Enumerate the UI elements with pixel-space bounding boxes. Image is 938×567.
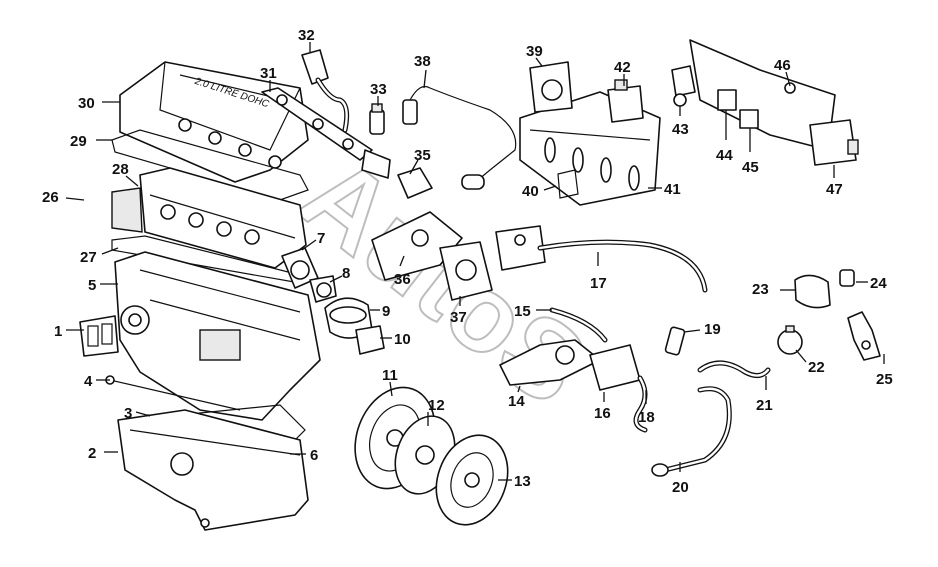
callout-39: 39 xyxy=(526,43,543,60)
callout-27: 27 xyxy=(80,249,97,266)
callout-21: 21 xyxy=(756,397,773,414)
callout-14: 14 xyxy=(508,393,525,410)
callout-15: 15 xyxy=(514,303,531,320)
sensor-19 xyxy=(664,326,686,356)
callout-9: 9 xyxy=(382,303,390,320)
sensor-32 xyxy=(301,49,350,133)
callout-43: 43 xyxy=(672,121,689,138)
cylinder-head xyxy=(111,167,307,269)
idle-valve xyxy=(607,79,644,123)
callout-40: 40 xyxy=(522,183,539,200)
oil-sump xyxy=(117,409,309,531)
callout-33: 33 xyxy=(370,81,387,98)
cover-plate xyxy=(79,315,119,357)
callout-45: 45 xyxy=(742,159,759,176)
callout-25: 25 xyxy=(876,371,893,388)
callout-3: 3 xyxy=(124,405,132,422)
cam-cover-gasket xyxy=(111,129,309,201)
callout-19: 19 xyxy=(704,321,721,338)
callout-41: 41 xyxy=(664,181,681,198)
callout-12: 12 xyxy=(428,397,445,414)
bracket-10 xyxy=(355,325,385,355)
solenoid-45 xyxy=(739,109,759,129)
sensor-24 xyxy=(839,269,855,287)
callout-28: 28 xyxy=(112,161,129,178)
sensor-33 xyxy=(369,103,385,135)
vacuum-valve-43 xyxy=(671,65,696,107)
cam-cover: 2.0 LITRE DOHC xyxy=(119,61,309,183)
callout-32: 32 xyxy=(298,27,315,44)
egr-valve-bracket xyxy=(495,225,546,271)
lambda-sensor xyxy=(402,85,517,190)
callout-42: 42 xyxy=(614,59,631,76)
callout-5: 5 xyxy=(88,277,96,294)
callout-29: 29 xyxy=(70,133,87,150)
callout-24: 24 xyxy=(870,275,887,292)
callout-4: 4 xyxy=(84,373,93,390)
callout-36: 36 xyxy=(394,271,411,288)
map-sensor xyxy=(809,119,859,166)
callout-35: 35 xyxy=(414,147,431,164)
callout-23: 23 xyxy=(752,281,769,298)
callout-13: 13 xyxy=(514,473,531,490)
callout-1: 1 xyxy=(54,323,62,340)
callout-44: 44 xyxy=(716,147,733,164)
manifold-gasket xyxy=(557,169,579,199)
pipe-17 xyxy=(537,239,708,293)
secondary-air-pump xyxy=(794,274,831,309)
callout-10: 10 xyxy=(394,331,411,348)
callout-31: 31 xyxy=(260,65,277,82)
callout-22: 22 xyxy=(808,359,825,376)
callout-16: 16 xyxy=(594,405,611,422)
coolant-outlet xyxy=(439,241,493,301)
water-pump-7 xyxy=(281,247,319,289)
pipe-15 xyxy=(549,307,608,343)
hose-21 xyxy=(697,360,771,378)
bracket-25 xyxy=(847,311,881,361)
throttle-body xyxy=(529,61,573,113)
callout-11: 11 xyxy=(382,367,398,384)
valve-22 xyxy=(777,325,803,355)
pressure-plate xyxy=(435,434,509,526)
callout-7: 7 xyxy=(317,230,325,247)
fuel-rail xyxy=(261,87,391,179)
oil-filter-adapter xyxy=(309,275,337,303)
callout-38: 38 xyxy=(414,53,431,70)
callout-20: 20 xyxy=(672,479,689,496)
callout-17: 17 xyxy=(590,275,607,292)
oil-filter xyxy=(324,297,373,339)
cylinder-block xyxy=(114,251,321,421)
egr-pipe xyxy=(633,375,648,433)
breather-pipe xyxy=(651,386,732,477)
callout-18: 18 xyxy=(638,409,655,426)
egr-valve xyxy=(589,344,641,391)
callout-8: 8 xyxy=(342,265,350,282)
callout-37: 37 xyxy=(450,309,467,326)
callout-26: 26 xyxy=(42,189,59,206)
callout-30: 30 xyxy=(78,95,95,112)
callout-6: 6 xyxy=(310,447,318,464)
solenoid-44 xyxy=(717,89,737,111)
callout-46: 46 xyxy=(774,57,791,74)
callout-47: 47 xyxy=(826,181,843,198)
callout-2: 2 xyxy=(88,445,96,462)
